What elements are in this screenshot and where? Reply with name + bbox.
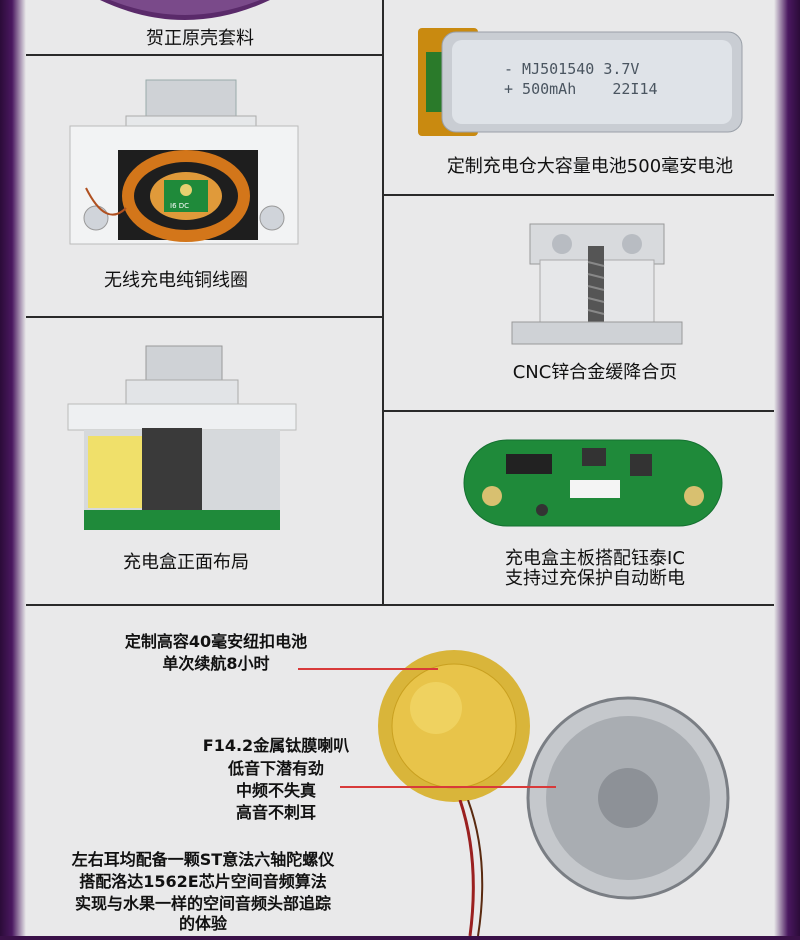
divider	[26, 54, 382, 56]
case-front-image	[66, 344, 298, 536]
caption-case-material: 贺正原壳套料	[146, 28, 254, 49]
case-shell-image	[100, 0, 270, 20]
pointer-line-coin	[298, 656, 438, 670]
gyro-note-2: 搭配洛达1562E芯片空间音频算法	[79, 872, 327, 891]
caption-battery-500: 定制充电仓大容量电池500毫安电池	[446, 156, 734, 177]
speaker-note-2: 低音下潜有劲	[227, 759, 324, 778]
speaker-note-4: 高音不刺耳	[235, 803, 316, 822]
speaker-note-1: F14.2金属钛膜喇叭	[202, 736, 350, 755]
pointer-line-speaker	[340, 774, 556, 788]
battery-label-line1: - MJ501540 3.7V	[504, 60, 640, 78]
caption-case-front: 充电盒正面布局	[123, 552, 249, 573]
divider	[382, 0, 384, 605]
speaker-note-3: 中频不失真	[235, 781, 316, 800]
caption-wireless-coil: 无线充电纯铜线圈	[104, 270, 248, 291]
gyro-note-1: 左右耳均配备一颗ST意法六轴陀螺仪	[71, 850, 335, 869]
battery-label-line2: + 500mAh 22I14	[504, 80, 658, 98]
coin-cell-note-1: 定制高容40毫安纽扣电池	[124, 632, 308, 651]
caption-mainboard-line2: 支持过充保护自动断电	[505, 568, 685, 589]
hinge-image	[510, 222, 684, 350]
caption-hinge: CNC锌合金缓降合页	[512, 362, 678, 383]
divider	[384, 410, 774, 412]
divider	[26, 316, 382, 318]
mainboard-image	[462, 436, 726, 532]
coin-cell-note-2: 单次续航8小时	[162, 654, 270, 673]
coin-battery-image	[376, 648, 536, 808]
battery-500-image: - MJ501540 3.7V + 500mAh 22I14	[412, 22, 752, 140]
caption-mainboard-line1: 充电盒主板搭配钰泰IC	[505, 548, 685, 569]
wireless-coil-image: I6 DC	[66, 78, 302, 248]
gyro-note-4: 的体验	[178, 914, 227, 933]
coil-chip-text: I6 DC	[170, 202, 190, 210]
divider	[384, 194, 774, 196]
divider	[26, 604, 774, 606]
wire-lead	[450, 799, 520, 937]
gyro-note-3: 实现与水果一样的空间音频头部追踪	[74, 894, 331, 913]
speaker-image	[524, 694, 734, 904]
